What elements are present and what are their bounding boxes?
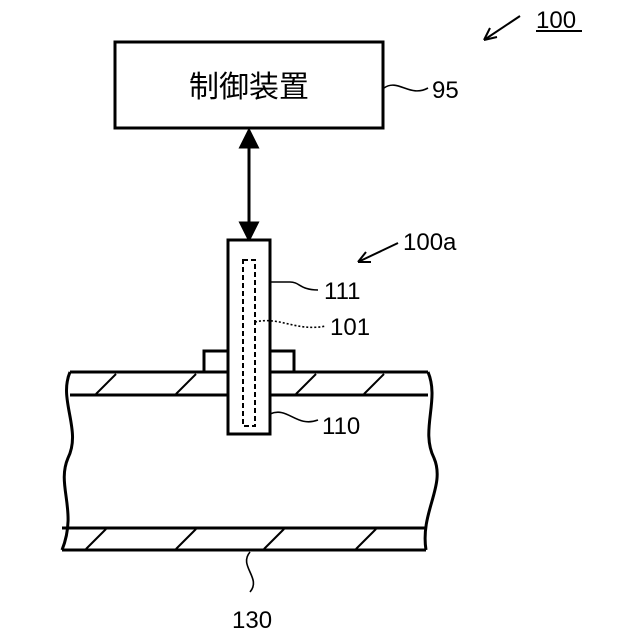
pipe-ref: 130: [232, 607, 272, 634]
probe-ref: 110: [322, 413, 360, 440]
pipe-left-break: [62, 372, 73, 550]
pipe-bottom-hatch: [86, 529, 376, 549]
probe-leader: [270, 412, 318, 422]
sensor-element-ref: 101: [330, 314, 370, 341]
pipe-leader: [247, 552, 254, 592]
control-device-ref: 95: [432, 77, 459, 104]
sensor-probe-housing: [228, 240, 270, 434]
sensor-assembly-ref: 100a: [403, 229, 457, 256]
sensor-housing-leader: [270, 282, 318, 290]
control-device-box: 制御装置: [115, 42, 383, 128]
control-device-label: 制御装置: [189, 70, 309, 105]
pipe-right-break: [425, 372, 437, 550]
sensor-assembly-arrow: [358, 243, 398, 262]
system-ref-label: 100: [536, 7, 576, 34]
system-ref-arrowhead: [484, 28, 497, 40]
sensor-housing-ref: 111: [324, 278, 360, 305]
control-device-leader: [384, 85, 428, 91]
